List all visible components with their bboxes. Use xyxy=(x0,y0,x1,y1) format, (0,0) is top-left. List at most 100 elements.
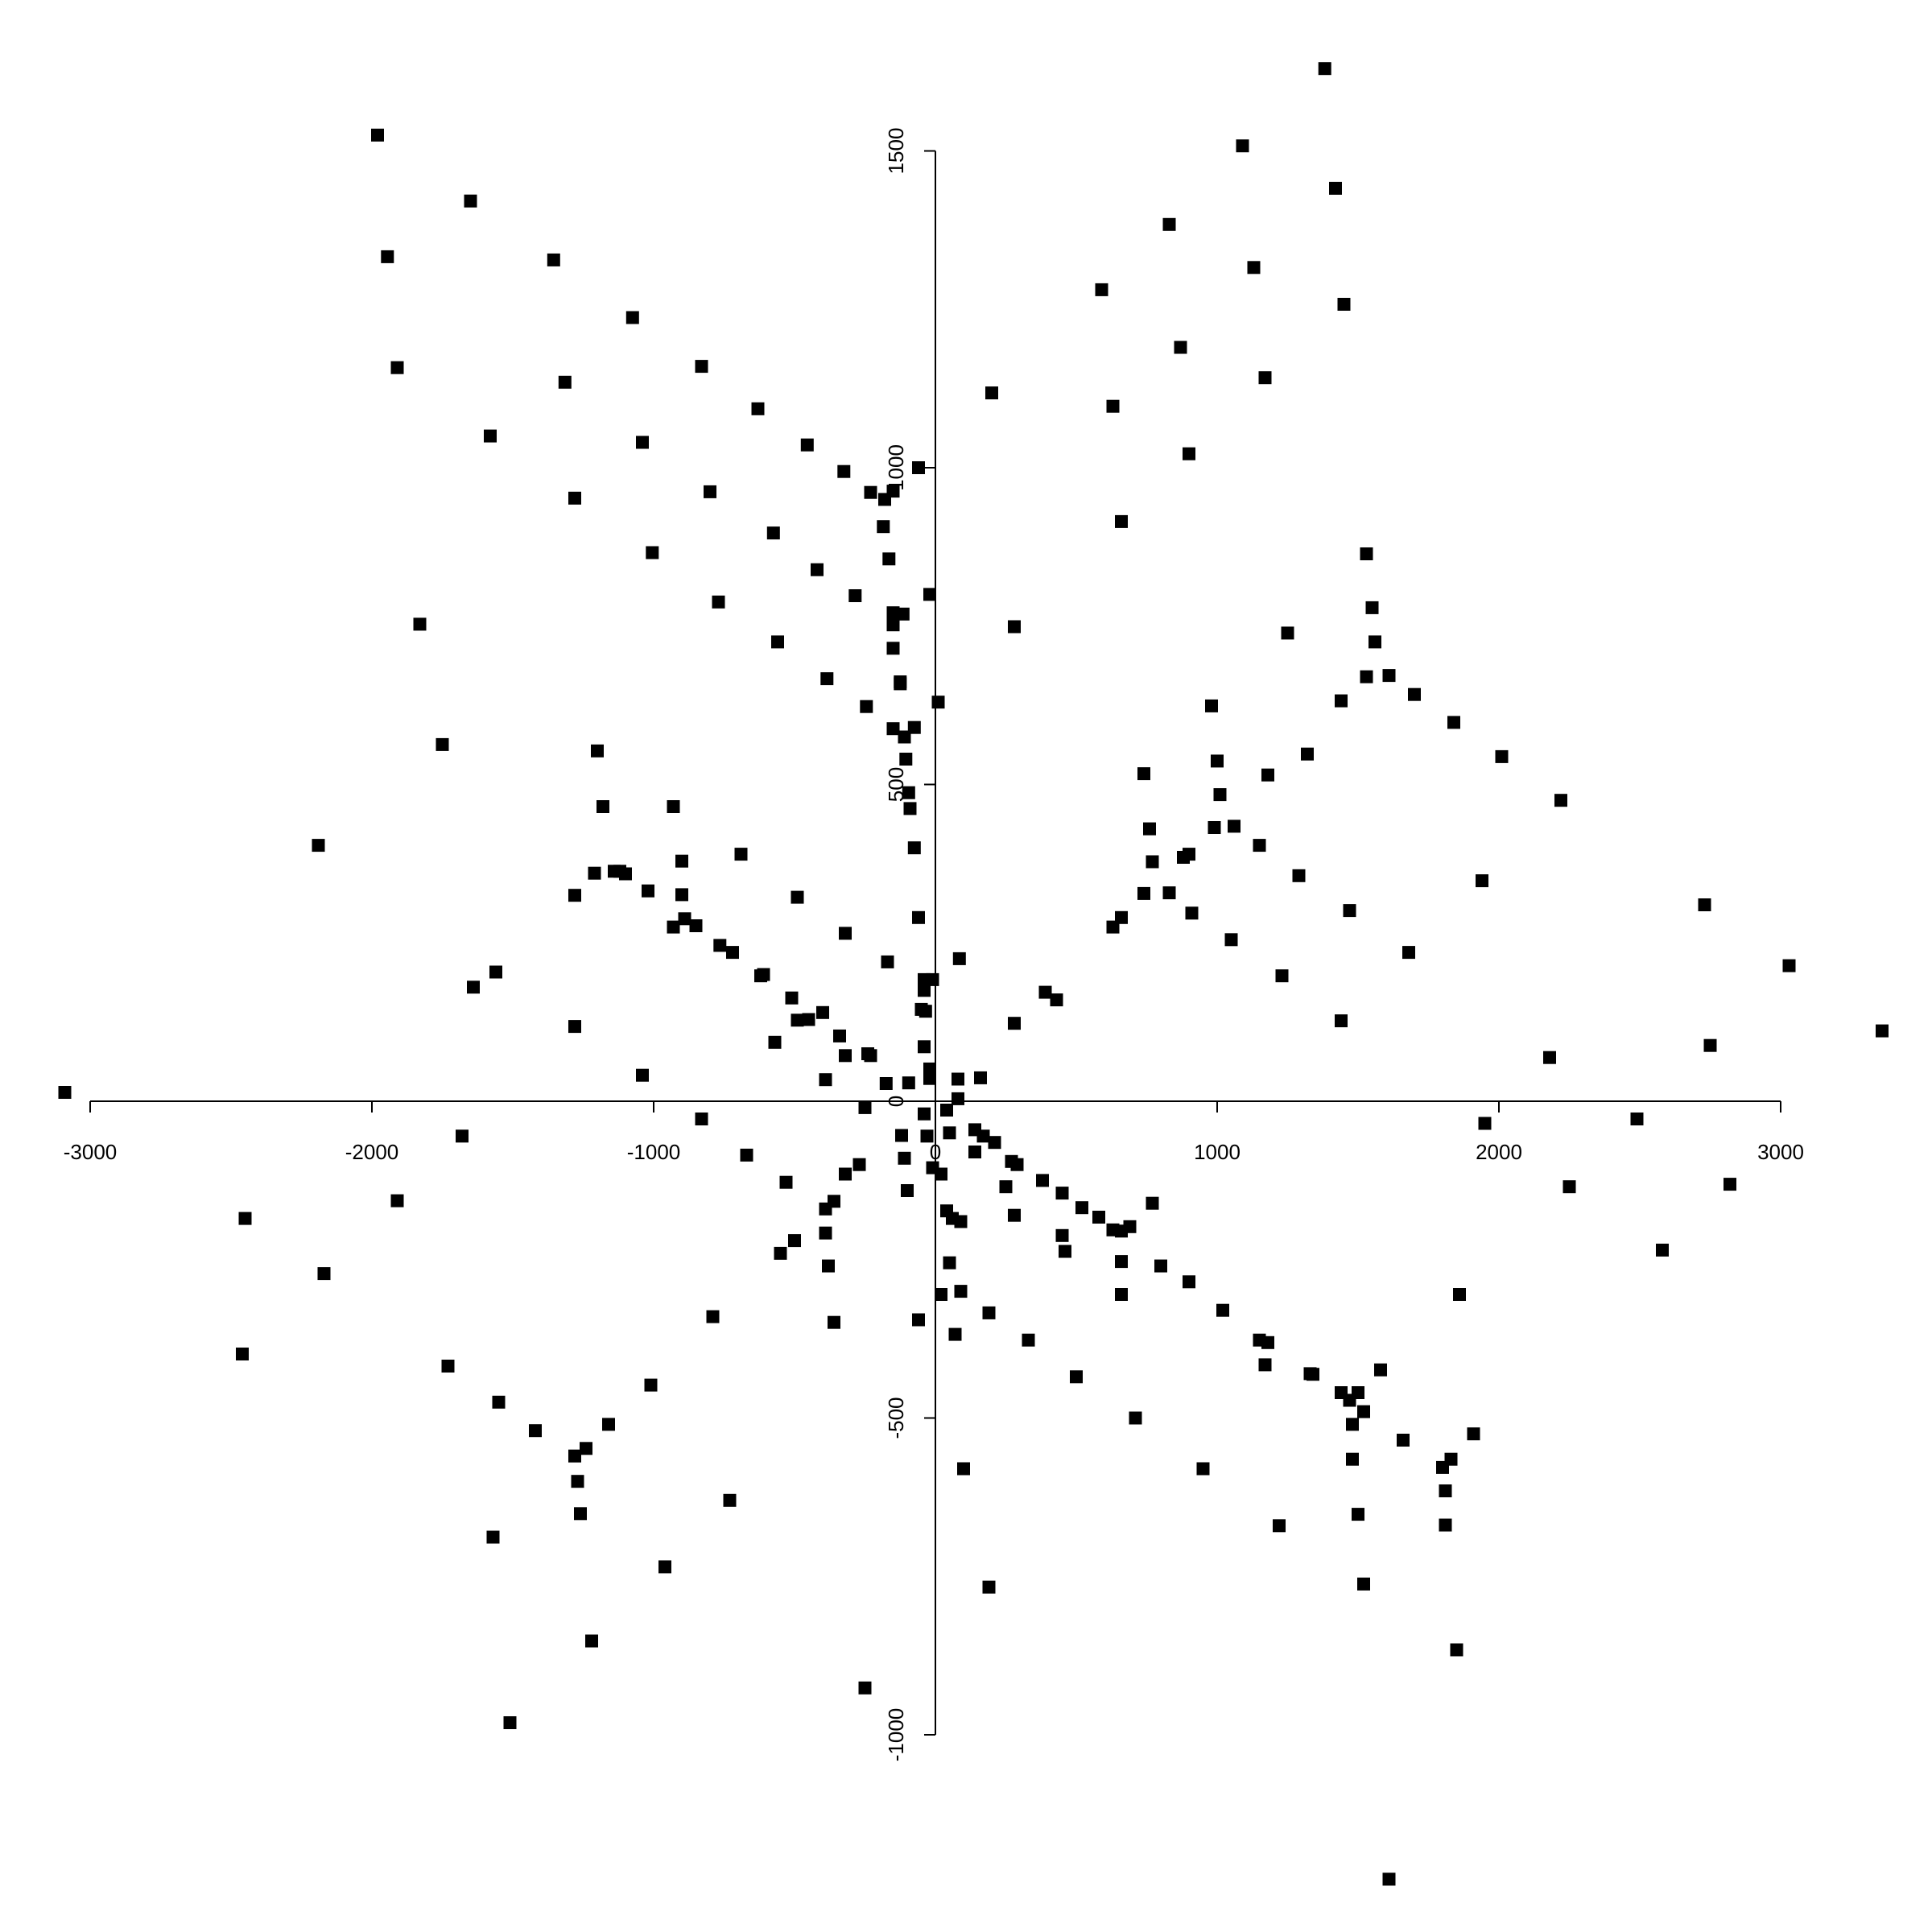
data-point xyxy=(1439,1484,1452,1497)
data-point xyxy=(1337,298,1351,311)
data-point xyxy=(625,311,639,324)
data-point xyxy=(1146,1196,1159,1210)
data-point xyxy=(1174,341,1187,354)
data-point xyxy=(1253,839,1266,852)
data-point xyxy=(740,1148,753,1162)
data-point xyxy=(1408,687,1421,701)
data-point xyxy=(1075,1201,1088,1215)
data-point xyxy=(901,1184,914,1197)
data-point xyxy=(1346,1418,1359,1431)
data-point xyxy=(819,1226,832,1240)
data-point xyxy=(926,972,939,986)
data-point xyxy=(558,375,572,389)
data-point xyxy=(312,839,325,852)
x-tick-label: 0 xyxy=(930,1140,941,1164)
data-point xyxy=(785,991,799,1005)
data-point xyxy=(1261,1335,1274,1349)
data-point xyxy=(907,841,921,855)
data-point xyxy=(1129,1411,1142,1425)
data-point xyxy=(948,1327,962,1341)
data-point xyxy=(1656,1243,1669,1257)
data-point xyxy=(920,1129,934,1143)
data-point xyxy=(943,1126,956,1140)
data-point xyxy=(858,1681,872,1695)
data-point xyxy=(820,672,834,686)
data-point xyxy=(1208,821,1221,834)
data-point xyxy=(899,753,913,766)
data-point xyxy=(734,848,748,861)
data-point xyxy=(768,1035,782,1049)
data-point xyxy=(881,955,894,968)
data-point xyxy=(1360,547,1373,560)
data-point xyxy=(1346,1452,1359,1466)
data-point xyxy=(864,1049,877,1063)
data-point xyxy=(1106,1223,1120,1236)
y-tick-label: -500 xyxy=(884,1397,908,1439)
data-point xyxy=(1213,788,1227,802)
data-point xyxy=(952,952,966,965)
data-point xyxy=(1453,1288,1466,1301)
data-point xyxy=(695,360,708,374)
data-point xyxy=(646,546,659,559)
data-point xyxy=(896,607,910,621)
data-point xyxy=(886,618,900,632)
data-point xyxy=(1368,635,1381,649)
data-point xyxy=(636,436,649,449)
data-point xyxy=(1236,139,1249,153)
data-point xyxy=(935,1288,947,1301)
data-point xyxy=(779,1175,793,1189)
data-point xyxy=(1162,217,1176,231)
data-point xyxy=(636,1068,649,1082)
data-point xyxy=(1630,1113,1644,1125)
data-point xyxy=(848,589,862,602)
data-point xyxy=(858,1100,872,1114)
data-point xyxy=(1228,819,1241,833)
data-point xyxy=(675,854,688,868)
data-point xyxy=(1036,1174,1049,1187)
data-point xyxy=(800,438,814,452)
data-point xyxy=(828,1195,840,1208)
data-point xyxy=(1010,1158,1024,1171)
data-point xyxy=(236,1348,249,1360)
data-point xyxy=(1070,1370,1083,1384)
data-point xyxy=(1162,886,1176,900)
data-point xyxy=(1703,1038,1717,1052)
data-point xyxy=(464,194,477,208)
data-point xyxy=(828,1315,840,1329)
data-point xyxy=(1008,1017,1021,1030)
data-point xyxy=(503,1716,517,1729)
data-point xyxy=(918,1040,931,1054)
data-point xyxy=(1115,514,1128,528)
data-point xyxy=(1143,822,1156,836)
data-point xyxy=(1724,1178,1736,1191)
x-tick-label: -2000 xyxy=(345,1140,399,1164)
data-point xyxy=(1436,1460,1449,1474)
data-point xyxy=(317,1267,331,1281)
data-point xyxy=(771,635,784,649)
data-point xyxy=(931,696,945,709)
data-point xyxy=(1292,869,1306,882)
data-point xyxy=(568,491,581,505)
y-tick-label: 1500 xyxy=(884,128,908,175)
data-point xyxy=(529,1424,542,1438)
data-point xyxy=(675,888,688,902)
data-point xyxy=(1106,920,1120,934)
data-point xyxy=(923,1071,936,1085)
data-point xyxy=(58,1086,72,1099)
data-point xyxy=(568,1449,581,1463)
data-point xyxy=(568,889,581,902)
data-point xyxy=(547,253,560,266)
data-point xyxy=(802,1013,815,1026)
data-point xyxy=(371,128,384,142)
data-point xyxy=(1301,747,1314,761)
data-point xyxy=(456,1129,469,1143)
data-point xyxy=(1374,1363,1387,1377)
data-point xyxy=(1196,1462,1210,1476)
data-point xyxy=(1137,767,1150,781)
data-point xyxy=(1343,904,1356,918)
data-point xyxy=(822,1259,835,1273)
data-point xyxy=(895,1129,908,1142)
data-point xyxy=(1008,1208,1021,1222)
